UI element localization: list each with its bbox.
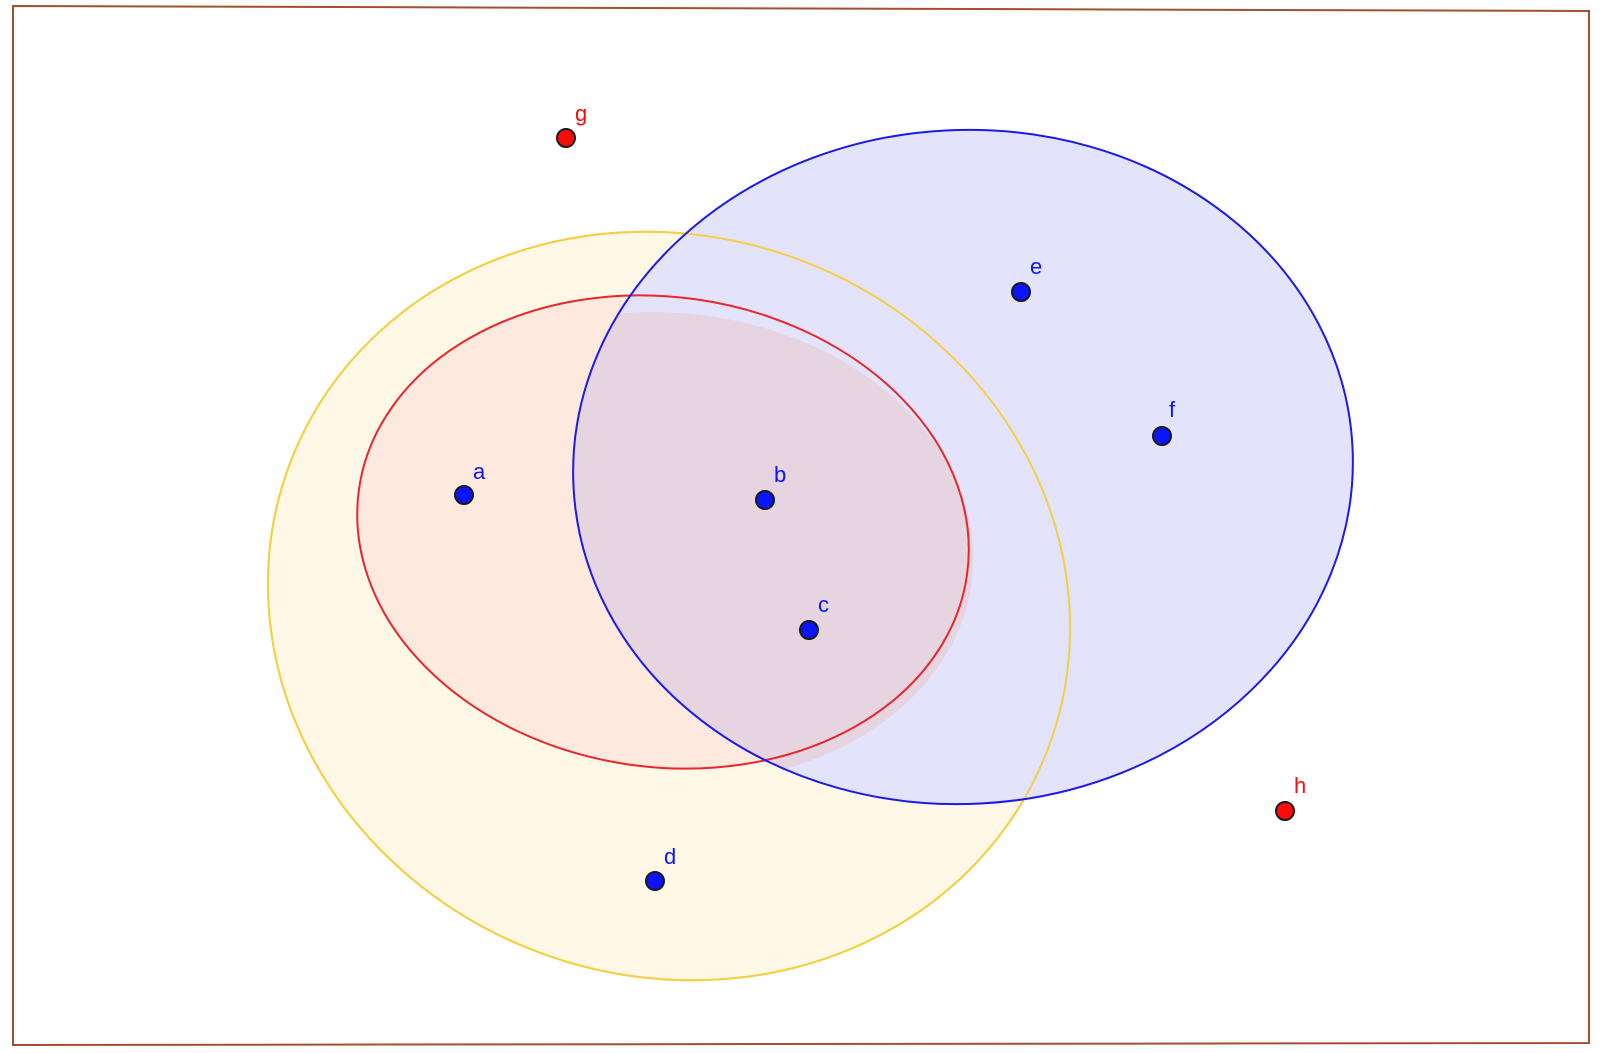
point-c-group[interactable]: c [799, 592, 829, 640]
blue-set-outline [572, 128, 1354, 806]
point-h-group[interactable]: h [1275, 773, 1306, 821]
red-set-outline [356, 294, 970, 770]
point-g-label: g [575, 101, 587, 126]
point-g[interactable] [556, 128, 576, 148]
point-e-group[interactable]: e [1011, 254, 1042, 302]
point-d-group[interactable]: d [645, 844, 676, 891]
point-a-group[interactable]: a [454, 459, 486, 505]
point-c-label: c [818, 592, 829, 617]
point-f[interactable] [1152, 426, 1172, 446]
yellow-set-outline [266, 230, 1072, 982]
point-a-label: a [473, 459, 486, 484]
point-b[interactable] [755, 490, 775, 510]
point-e-label: e [1030, 254, 1042, 279]
point-b-label: b [774, 462, 786, 487]
point-d-label: d [664, 844, 676, 869]
point-f-group[interactable]: f [1152, 397, 1176, 446]
point-e[interactable] [1011, 282, 1031, 302]
point-g-group[interactable]: g [556, 101, 587, 148]
point-b-group[interactable]: b [755, 462, 786, 510]
point-a[interactable] [454, 485, 474, 505]
point-h[interactable] [1275, 801, 1295, 821]
point-c[interactable] [799, 620, 819, 640]
point-h-label: h [1294, 773, 1306, 798]
point-f-label: f [1169, 397, 1176, 422]
point-d[interactable] [645, 871, 665, 891]
